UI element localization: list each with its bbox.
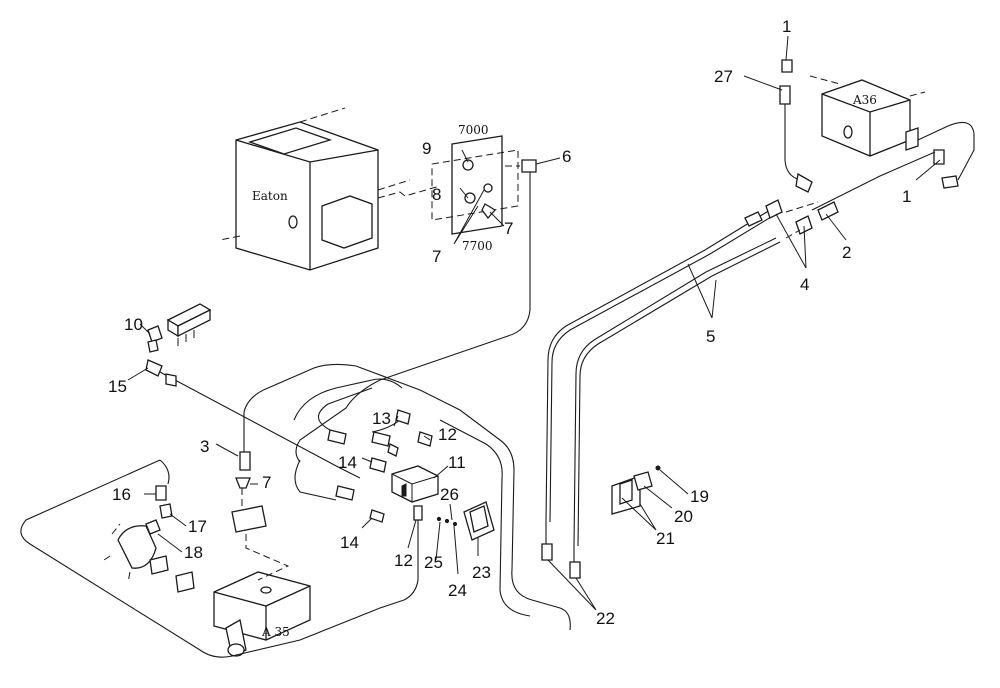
bracket-set <box>611 465 661 515</box>
callout-16: 16 <box>112 485 131 504</box>
a35-block: A 35 <box>213 571 311 657</box>
callout-18: 18 <box>184 543 203 562</box>
a36-fittings <box>779 59 975 193</box>
eaton-label: Eaton <box>252 189 288 203</box>
callout-9: 8 <box>432 185 441 204</box>
callout-4: 4 <box>800 275 809 294</box>
callout-6: 6 <box>562 147 571 166</box>
callout-7-valve: 7 <box>504 219 513 238</box>
manifold-block <box>147 303 212 353</box>
leader-lines <box>127 35 941 611</box>
callout-12-top: 12 <box>438 425 457 444</box>
outer-hose-loop <box>20 459 405 658</box>
callout-17: 17 <box>188 517 207 536</box>
valve-plate-7000: 7000 7700 <box>431 123 519 253</box>
callout-14-bottom: 14 <box>340 533 359 552</box>
callout-26: 26 <box>440 485 459 504</box>
callout-27: 27 <box>714 67 733 86</box>
callout-24: 24 <box>448 581 467 600</box>
a36-label: A36 <box>852 93 877 107</box>
callout-23: 23 <box>472 563 491 582</box>
hose-loops <box>243 363 571 631</box>
callout-14-top: 14 <box>338 453 357 472</box>
fitting-12-lower <box>413 505 423 521</box>
callout-7-center: 7 <box>262 473 271 492</box>
callout-25: 25 <box>424 553 443 572</box>
callout-5: 5 <box>706 327 715 346</box>
valve-7700-label: 7700 <box>462 239 493 253</box>
callout-numbers: 1 27 1 2 4 5 6 7 7 8 9 10 15 3 7 16 17 1… <box>108 17 911 628</box>
callout-15: 15 <box>108 377 127 396</box>
callout-7-left: 10 <box>124 315 143 334</box>
pump-to-valve-link <box>377 185 441 199</box>
fittings-3-7 <box>231 451 290 581</box>
a36-block: A36 <box>809 75 926 157</box>
callout-8: 7 <box>432 247 441 266</box>
callout-2: 2 <box>842 243 851 262</box>
callout-20: 20 <box>674 507 693 526</box>
callout-21: 21 <box>656 529 675 548</box>
valve-11 <box>391 465 439 503</box>
valve-7000-label: 7000 <box>458 123 489 137</box>
hose-15 <box>145 359 361 479</box>
rotary-unit-18 <box>103 485 195 593</box>
callout-12-bottom: 12 <box>394 551 413 570</box>
eaton-pump: Eaton <box>219 107 411 271</box>
callout-1-top: 1 <box>782 17 791 36</box>
gasket-23 <box>436 501 495 541</box>
steel-tubes-5 <box>545 151 936 547</box>
callout-13: 13 <box>372 409 391 428</box>
a35-label: A 35 <box>261 625 290 639</box>
callout-3: 3 <box>200 437 209 456</box>
callout-22: 22 <box>596 609 615 628</box>
callout-19: 19 <box>690 487 709 506</box>
fittings-22 <box>541 522 581 579</box>
callout-1-right: 1 <box>902 187 911 206</box>
callout-11: 11 <box>448 453 466 472</box>
callout-10: 9 <box>422 139 431 158</box>
